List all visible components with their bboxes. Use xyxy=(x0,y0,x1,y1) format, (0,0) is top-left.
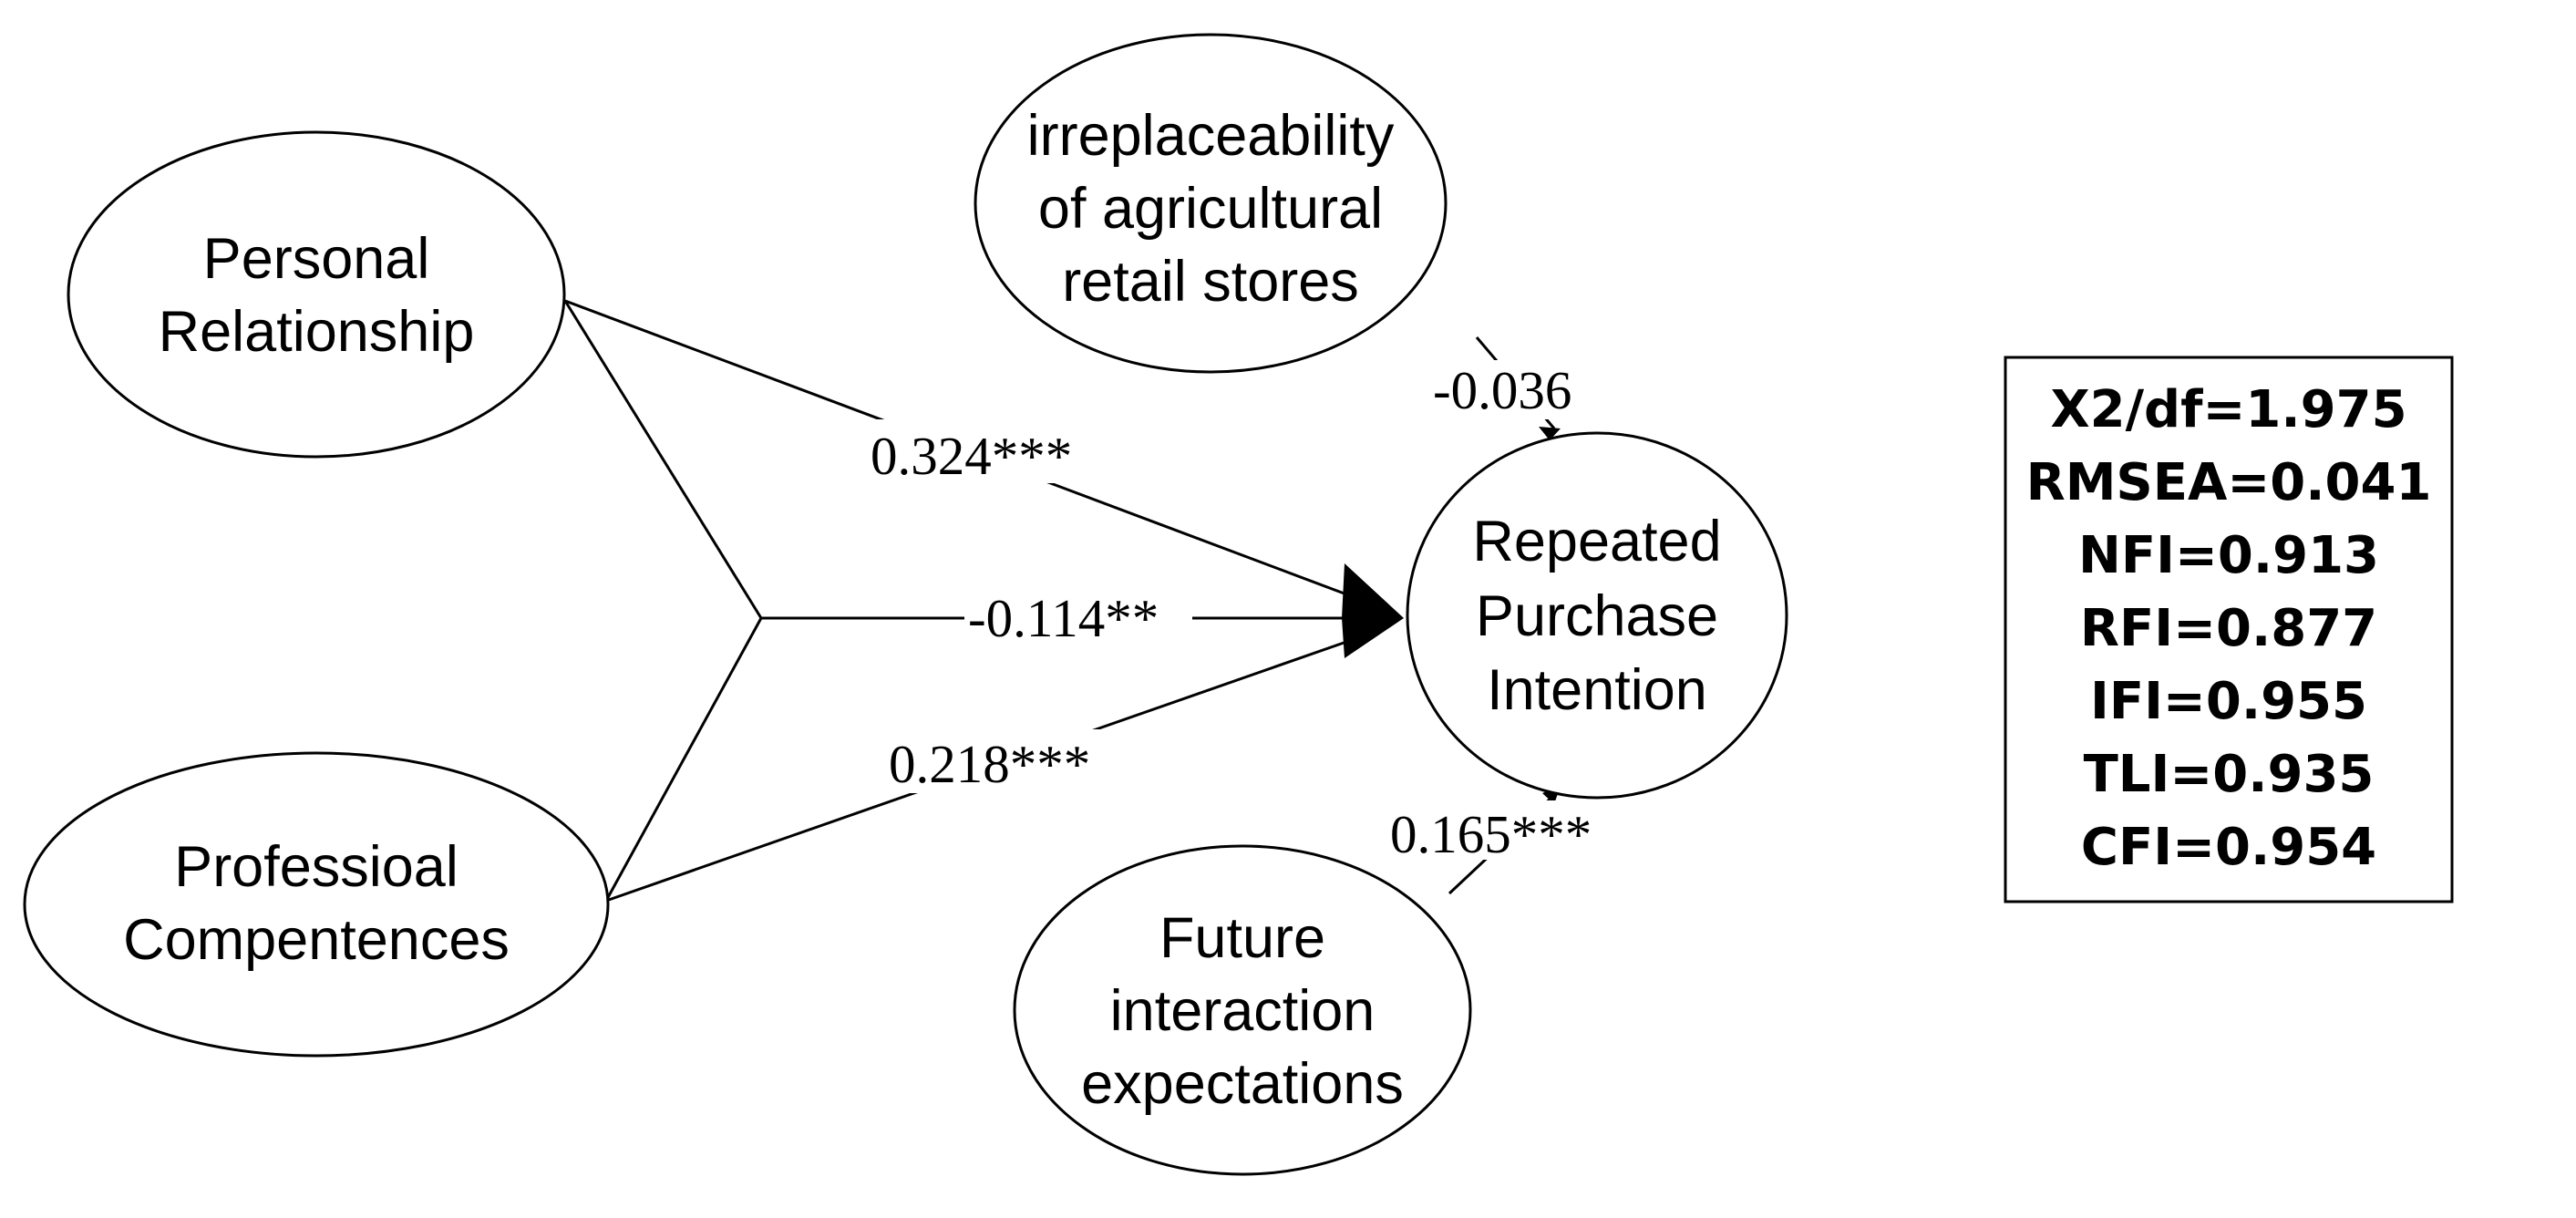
node-label-line: Intention xyxy=(1487,658,1707,722)
node-future-interaction: Future interaction expectations xyxy=(1013,844,1472,1176)
node-label-line: Compentences xyxy=(123,908,510,972)
fit-index: TLI=0.935 xyxy=(2084,745,2375,804)
coef-interaction-to-rpi: -0.114** xyxy=(968,588,1159,648)
node-label-line: Personal xyxy=(203,227,430,291)
node-personal-relationship: Personal Relationship xyxy=(67,130,566,459)
edge-professional-to-junction xyxy=(604,617,763,902)
coef-irreplaceability-to-rpi: -0.036 xyxy=(1433,360,1571,420)
node-label-line: Repeated xyxy=(1472,510,1721,573)
fit-index: RMSEA=0.041 xyxy=(2026,453,2432,512)
node-label-line: interaction xyxy=(1110,979,1376,1043)
node-label-line: Professioal xyxy=(174,835,459,899)
node-label-line: irreplaceability xyxy=(1027,104,1395,168)
node-label-line: Purchase xyxy=(1476,584,1718,648)
node-professional-competences: Professioal Compentences xyxy=(23,751,610,1058)
arrowhead-rpi-main xyxy=(1342,563,1404,658)
node-label-line: retail stores xyxy=(1062,250,1359,314)
fit-index: CFI=0.954 xyxy=(2081,818,2376,877)
fit-index: RFI=0.877 xyxy=(2080,599,2377,658)
node-label-line: Future xyxy=(1159,906,1325,970)
node-irreplaceability: irreplaceability of agricultural retail … xyxy=(974,33,1448,374)
coef-future-to-rpi: 0.165*** xyxy=(1390,804,1592,864)
coef-personal-to-rpi: 0.324*** xyxy=(871,426,1072,486)
fit-index: NFI=0.913 xyxy=(2078,526,2379,585)
arrowhead-irreplaceability xyxy=(1539,427,1561,440)
fit-index: X2/df=1.975 xyxy=(2050,380,2406,439)
node-label-line: Relationship xyxy=(159,300,475,364)
path-coefficients: 0.324*** -0.114** 0.218*** -0.036 0.165*… xyxy=(866,360,1623,864)
coef-professional-to-rpi: 0.218*** xyxy=(889,734,1090,794)
node-label-line: of agricultural xyxy=(1038,177,1383,241)
edge-personal-to-junction xyxy=(563,300,763,619)
fit-index: IFI=0.955 xyxy=(2090,672,2367,731)
fit-indices-box: X2/df=1.975 RMSEA=0.041 NFI=0.913 RFI=0.… xyxy=(2004,356,2454,903)
node-label-line: expectations xyxy=(1081,1052,1404,1116)
node-repeated-purchase-intention: Repeated Purchase Intention xyxy=(1406,431,1788,800)
